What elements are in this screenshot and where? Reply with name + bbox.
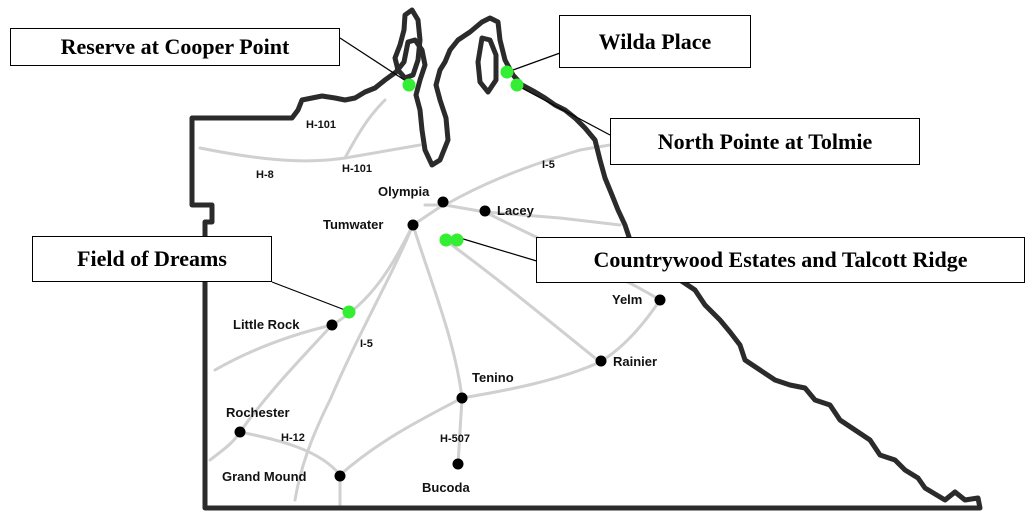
leader-wilda-place — [512, 52, 561, 71]
road-tumwater-olympia — [411, 203, 445, 227]
road-yelm-rainier — [598, 298, 662, 364]
road-tumwater-rainier — [443, 238, 602, 364]
road-network — [198, 98, 662, 507]
leader-field-of-dreams — [271, 281, 346, 311]
city-label-rainier: Rainier — [613, 354, 657, 369]
callout-cooper-point: Reserve at Cooper Point — [10, 28, 340, 66]
callout-countrywood: Countrywood Estates and Talcott Ridge — [536, 237, 1025, 283]
city-markers — [234, 196, 666, 482]
callout-north-pointe: North Pointe at Tolmie — [610, 118, 920, 165]
leader-north-pointe — [517, 85, 611, 136]
road-i5-south — [293, 223, 415, 502]
city-label-olympia: Olympia — [378, 184, 430, 199]
site-marker-wilda-place — [500, 65, 514, 79]
city-marker-tumwater — [407, 219, 419, 231]
road-label-i5-north: I-5 — [542, 159, 555, 171]
road-west — [208, 430, 242, 462]
road-label-h507: H-507 — [440, 433, 470, 445]
road-label-h8: H-8 — [256, 169, 274, 181]
road-littlerock-rochester — [238, 323, 334, 434]
city-label-rochester: Rochester — [226, 405, 290, 420]
leader-countrywood — [459, 237, 541, 263]
city-label-little-rock: Little Rock — [233, 317, 300, 332]
city-marker-bucoda — [452, 458, 464, 470]
road-label-i5-south: I-5 — [360, 338, 373, 350]
city-label-grand-mound: Grand Mound — [222, 469, 307, 484]
road-h8-h101 — [198, 143, 422, 163]
road-tenino-grandmound — [338, 396, 464, 477]
city-label-tumwater: Tumwater — [323, 217, 383, 232]
city-label-lacey: Lacey — [497, 203, 535, 218]
road-h101-north — [343, 98, 387, 160]
road-h12 — [238, 430, 342, 477]
site-marker-countrywood-1 — [439, 233, 453, 247]
site-marker-north-pointe — [510, 78, 524, 92]
city-label-tenino: Tenino — [472, 370, 514, 385]
road-label-h101-north: H-101 — [306, 119, 336, 131]
road-rainier-tenino — [460, 360, 602, 400]
callout-field-of-dreams: Field of Dreams — [32, 236, 272, 282]
city-label-bucoda: Bucoda — [422, 480, 470, 495]
city-marker-rochester — [234, 426, 246, 438]
road-label-h12: H-12 — [281, 432, 305, 444]
site-marker-field-of-dreams — [342, 305, 356, 319]
leader-cooper-point — [339, 37, 410, 84]
city-label-yelm: Yelm — [612, 292, 642, 307]
city-marker-lacey — [479, 205, 491, 217]
road-i5-north — [443, 138, 642, 207]
city-marker-tenino — [456, 392, 468, 404]
road-label-h101-south: H-101 — [342, 163, 372, 175]
city-marker-olympia — [437, 196, 449, 208]
road-h507 — [456, 396, 464, 467]
city-marker-grand-mound — [334, 470, 346, 482]
city-marker-little-rock — [326, 319, 338, 331]
road-littlerock-west — [213, 323, 334, 372]
city-marker-yelm — [654, 294, 666, 306]
city-marker-rainier — [595, 355, 607, 367]
site-marker-cooper-point — [402, 78, 416, 92]
site-marker-countrywood-2 — [450, 233, 464, 247]
callout-leaders — [271, 37, 611, 311]
road-tumwater-tenino — [411, 223, 464, 400]
site-markers — [342, 65, 524, 319]
callout-wilda-place: Wilda Place — [559, 15, 751, 68]
